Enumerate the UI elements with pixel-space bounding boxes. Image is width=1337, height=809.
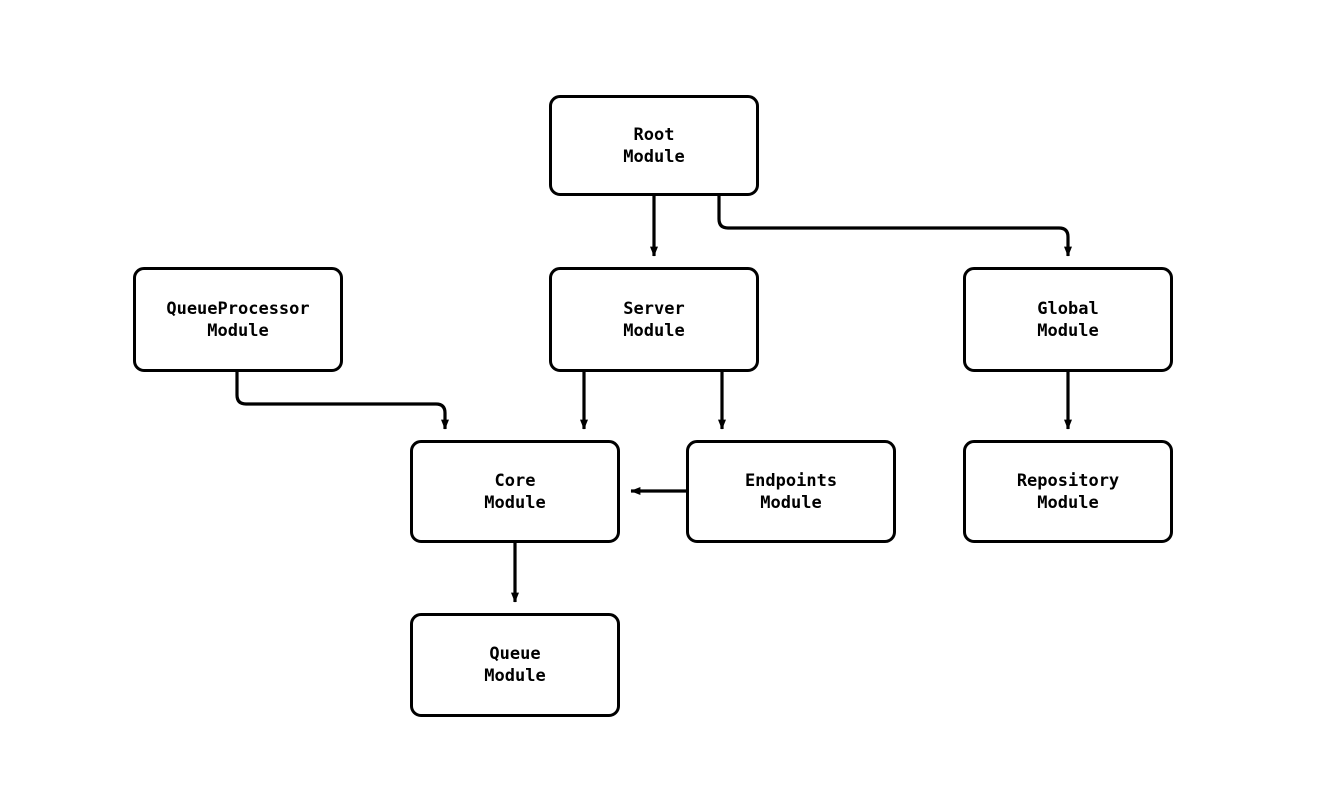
node-core-label-line1: Core (494, 470, 536, 491)
node-queueprocessor-label-line2: Module (207, 320, 269, 341)
node-queue-label-line2: Module (484, 666, 546, 686)
node-repository-label-line2: Module (1037, 492, 1099, 513)
node-queueprocessor-label-line1: QueueProcessor (166, 298, 310, 319)
node-core-label-line2: Module (484, 492, 546, 513)
node-server-label-line1: Server (623, 298, 685, 319)
node-core[interactable]: Core Module (410, 440, 620, 543)
node-repository[interactable]: Repository Module (963, 440, 1173, 543)
edge-root-global (717, 196, 1072, 257)
node-queueprocessor[interactable]: QueueProcessor Module (133, 267, 343, 372)
node-global-label-line2: Module (1037, 320, 1099, 341)
node-queue-label-line1: Queue (489, 644, 541, 664)
edge-queueprocessor-core (235, 372, 449, 430)
node-root-label-line2: Module (623, 146, 685, 167)
node-server-label-line2: Module (623, 320, 685, 341)
node-endpoints-label-line1: Endpoints (744, 470, 838, 491)
node-repository-label-line1: Repository (1016, 470, 1120, 491)
node-root[interactable]: Root Module (549, 95, 759, 196)
node-global[interactable]: Global Module (963, 267, 1173, 372)
node-endpoints-label-line2: Module (760, 492, 822, 513)
node-global-label-line1: Global (1037, 298, 1099, 319)
node-root-label-line1: Root (633, 124, 675, 145)
node-endpoints[interactable]: Endpoints Module (686, 440, 896, 543)
node-server[interactable]: Server Module (549, 267, 759, 372)
node-queue[interactable]: Queue Module (410, 613, 620, 717)
